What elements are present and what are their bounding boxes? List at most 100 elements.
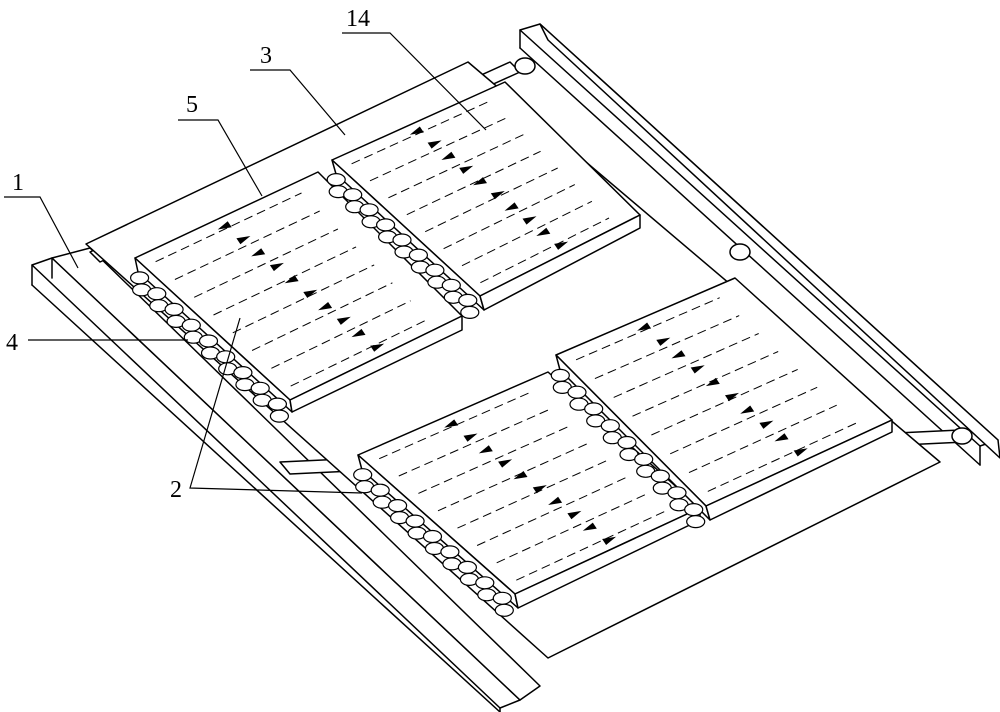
leader-14 — [342, 32, 487, 131]
roller-ball — [370, 483, 390, 497]
callout-2: 2 — [170, 477, 182, 503]
callout-3: 3 — [260, 43, 272, 69]
roller-ball — [392, 233, 412, 247]
roller-ball — [181, 318, 201, 332]
flow-arrow — [370, 343, 385, 352]
leader-2 — [189, 317, 363, 494]
flow-line — [213, 246, 357, 316]
flow-arrow — [532, 485, 547, 494]
flow-line — [613, 333, 759, 398]
flow-arrow — [351, 328, 366, 338]
roller-ball — [388, 499, 408, 513]
roller-ball — [408, 248, 428, 262]
flow-arrow — [303, 289, 318, 298]
roller-ball — [353, 468, 373, 482]
flow-arrow — [759, 420, 774, 429]
flow-arrow — [463, 433, 478, 442]
flow-arrow — [498, 459, 513, 468]
flow-arrow — [705, 377, 720, 387]
flow-arrow — [522, 216, 537, 225]
flow-line — [424, 167, 558, 233]
flow-arrow — [774, 433, 789, 442]
flow-line — [232, 264, 375, 334]
roller-ball — [684, 503, 704, 517]
flow-arrow — [217, 221, 232, 230]
flow-line — [251, 282, 393, 351]
roller-ball — [567, 385, 587, 399]
roller-ball — [198, 334, 219, 348]
callout-5: 5 — [186, 92, 198, 118]
roller-ball — [405, 514, 425, 528]
roller-ball — [458, 293, 478, 307]
flow-arrow — [284, 275, 299, 284]
flow-arrow — [536, 227, 551, 236]
flow-line — [174, 210, 320, 280]
roller-ball — [617, 435, 637, 450]
roller-ball — [460, 305, 480, 319]
flow-arrow — [409, 126, 424, 135]
flow-arrow — [548, 496, 563, 505]
flow-line — [388, 134, 524, 199]
roller-ball — [440, 545, 460, 559]
flow-line — [271, 300, 411, 369]
flow-arrow — [441, 151, 456, 160]
roller-ball — [233, 366, 253, 380]
flow-arrow — [504, 202, 519, 211]
flow-arrow — [251, 248, 266, 257]
flow-arrow — [656, 337, 671, 346]
flow-arrow — [637, 322, 652, 331]
leader-lines — [4, 32, 487, 494]
flow-arrow — [336, 316, 351, 325]
roller-ball — [359, 203, 379, 217]
flow-line — [594, 315, 740, 380]
flow-line — [632, 351, 779, 417]
flow-arrow — [473, 177, 487, 186]
flow-arrow — [459, 165, 474, 174]
roller-ball — [600, 419, 620, 433]
roller-ball — [422, 529, 443, 544]
right-rail — [519, 23, 1000, 466]
roller-ball — [650, 469, 670, 483]
flow-arrow — [554, 241, 569, 250]
flow-arrow — [490, 191, 505, 200]
leader-1 — [4, 196, 79, 269]
roller-ball — [492, 591, 512, 605]
flow-arrow — [318, 302, 333, 311]
roller-ball — [667, 486, 687, 500]
flow-line — [443, 184, 576, 250]
flow-arrow — [427, 140, 442, 149]
flow-line — [290, 318, 430, 387]
callout-4: 4 — [6, 330, 18, 356]
flow-line — [669, 386, 818, 455]
roller-ball — [164, 302, 184, 316]
callout-14: 14 — [346, 6, 370, 32]
flow-arrow — [602, 536, 617, 545]
flow-arrow — [269, 262, 284, 272]
roller-ball — [250, 381, 270, 395]
roller-ball — [326, 173, 346, 187]
roller-ball — [494, 603, 514, 617]
leader-3 — [250, 69, 346, 136]
roller-ball — [130, 271, 150, 285]
roller-ball — [634, 452, 654, 466]
flow-arrow — [513, 471, 528, 480]
flow-line — [406, 150, 541, 216]
flow-line — [480, 217, 610, 284]
roller-ball — [550, 368, 570, 382]
roller-ball — [147, 287, 167, 301]
roller-ball — [441, 278, 461, 292]
flow-line — [461, 200, 593, 267]
roller-ball — [425, 263, 445, 277]
roller-ball — [584, 402, 604, 416]
roller-balls — [130, 173, 706, 617]
flow-line — [651, 368, 798, 436]
roller-ball — [216, 350, 236, 364]
flow-arrow — [740, 405, 755, 414]
callout-1: 1 — [12, 170, 24, 196]
roller-ball — [457, 560, 477, 575]
flow-arrow — [236, 236, 251, 245]
flow-line — [369, 117, 507, 182]
flow-arrow — [671, 350, 686, 359]
